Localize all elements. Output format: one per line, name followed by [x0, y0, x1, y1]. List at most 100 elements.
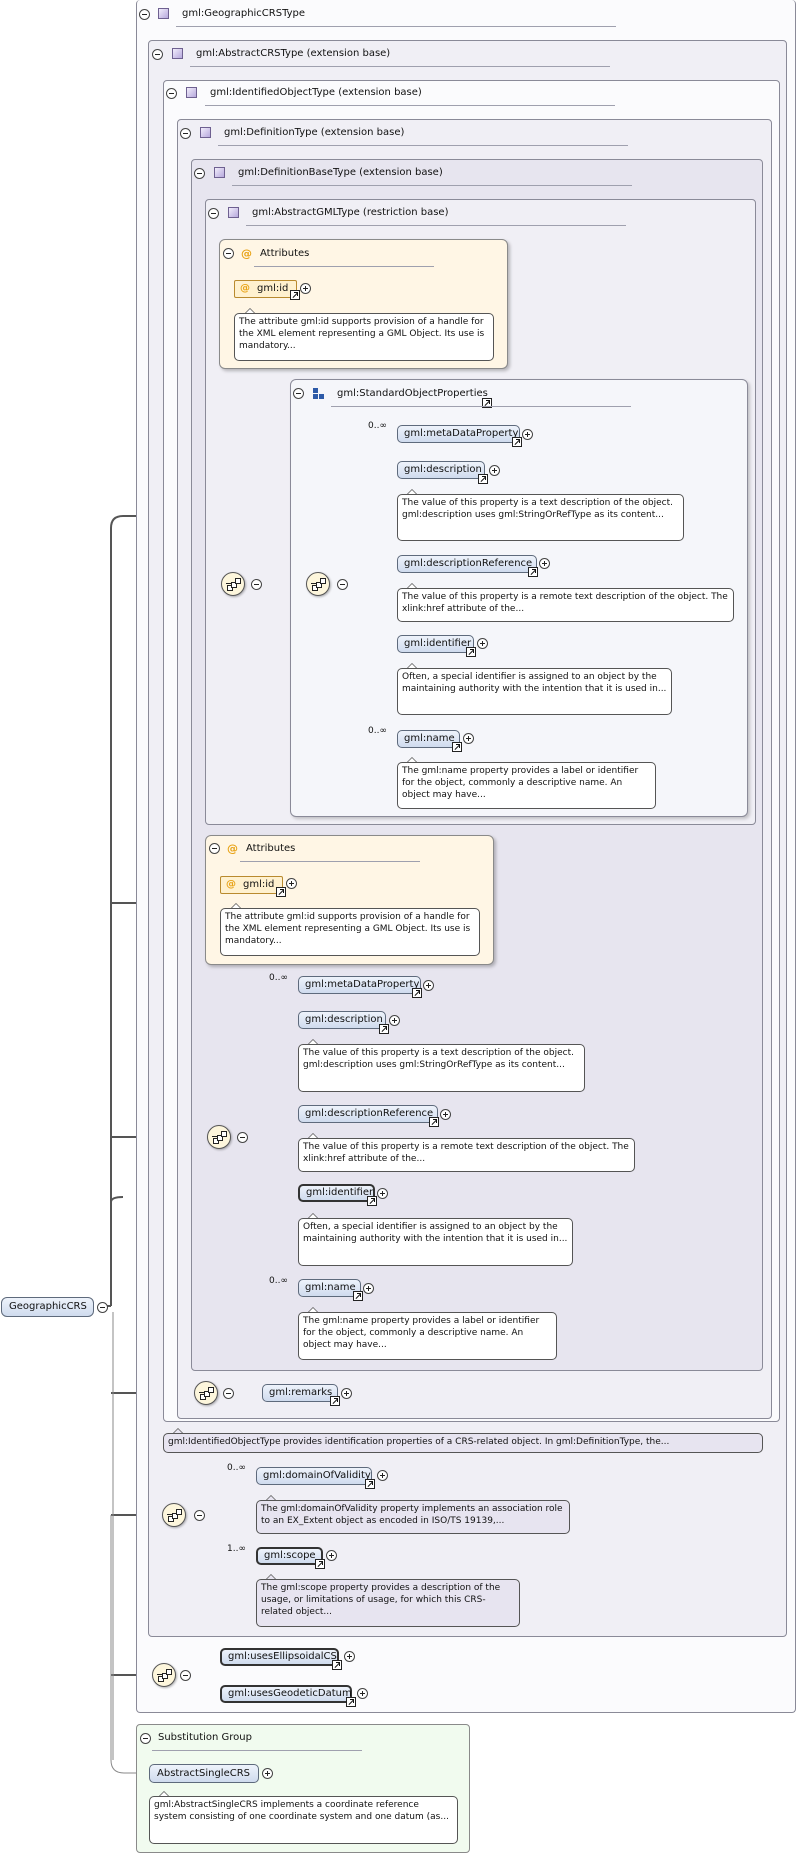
sequence-icon[interactable] — [162, 1503, 186, 1527]
attribute-gml-id[interactable]: @gml:id — [234, 280, 297, 298]
collapse-toggle[interactable] — [223, 248, 234, 259]
collapse-toggle[interactable] — [223, 1388, 234, 1399]
link-icon[interactable] — [482, 398, 492, 408]
expand-toggle[interactable] — [357, 1688, 368, 1699]
link-icon[interactable] — [276, 887, 286, 897]
sequence-icon[interactable] — [221, 572, 245, 596]
link-icon[interactable] — [528, 567, 538, 577]
expand-toggle[interactable] — [539, 558, 550, 569]
collapse-toggle[interactable] — [237, 1132, 248, 1143]
description-doc-note: The value of this property is a text des… — [397, 494, 684, 541]
collapse-toggle[interactable] — [251, 579, 262, 590]
collapse-toggle[interactable] — [180, 128, 191, 139]
link-icon[interactable] — [330, 1396, 340, 1406]
collapse-toggle[interactable] — [208, 208, 219, 219]
element-identifier[interactable]: gml:identifier — [298, 1184, 375, 1202]
element-description-reference[interactable]: gml:descriptionReference — [397, 555, 537, 573]
link-icon[interactable] — [512, 437, 522, 447]
link-icon[interactable] — [332, 1660, 342, 1670]
expand-toggle[interactable] — [477, 638, 488, 649]
collapse-toggle[interactable] — [97, 1302, 108, 1313]
complex-type-icon — [158, 8, 169, 19]
link-icon[interactable] — [429, 1117, 439, 1127]
element-metadata-property[interactable]: gml:metaDataProperty — [397, 425, 520, 443]
header-divider — [176, 26, 616, 27]
expand-toggle[interactable] — [262, 1768, 273, 1779]
element-description[interactable]: gml:description — [298, 1011, 386, 1029]
element-identifier[interactable]: gml:identifier — [397, 635, 474, 653]
complex-type-icon — [214, 167, 225, 178]
expand-toggle[interactable] — [440, 1109, 451, 1120]
element-uses-geodetic-datum[interactable]: gml:usesGeodeticDatum — [220, 1685, 352, 1703]
link-icon[interactable] — [466, 647, 476, 657]
expand-toggle[interactable] — [300, 283, 311, 294]
link-icon[interactable] — [379, 1024, 389, 1034]
attribute-icon: @ — [226, 879, 236, 890]
expand-toggle[interactable] — [489, 465, 500, 476]
expand-toggle[interactable] — [341, 1388, 352, 1399]
expand-toggle[interactable] — [423, 980, 434, 991]
sequence-icon[interactable] — [152, 1663, 176, 1687]
sequence-icon[interactable] — [306, 572, 330, 596]
link-icon[interactable] — [290, 290, 300, 300]
collapse-toggle[interactable] — [152, 49, 163, 60]
link-icon[interactable] — [478, 474, 488, 484]
element-label: gml:metaDataProperty — [404, 428, 519, 439]
expand-toggle[interactable] — [363, 1283, 374, 1294]
collapse-toggle[interactable] — [180, 1670, 191, 1681]
attribute-gml-id[interactable]: @gml:id — [220, 876, 283, 894]
expand-toggle[interactable] — [463, 733, 474, 744]
link-icon[interactable] — [346, 1697, 356, 1707]
attributes-header: Attributes — [260, 248, 310, 259]
element-description-reference[interactable]: gml:descriptionReference — [298, 1105, 438, 1123]
note-pointer — [244, 308, 256, 314]
expand-toggle[interactable] — [377, 1188, 388, 1199]
collapse-toggle[interactable] — [139, 9, 150, 20]
sequence-icon[interactable] — [207, 1125, 231, 1149]
collapse-toggle[interactable] — [166, 88, 177, 99]
link-icon[interactable] — [315, 1559, 325, 1569]
element-uses-ellipsoidal-cs[interactable]: gml:usesEllipsoidalCS — [220, 1648, 339, 1666]
domain-of-validity-doc-note: The gml:domainOfValidity property implem… — [256, 1500, 570, 1534]
link-icon[interactable] — [452, 742, 462, 752]
header-divider — [246, 225, 626, 226]
substitution-doc-note: gml:AbstractSingleCRS implements a coord… — [149, 1796, 458, 1844]
expand-toggle[interactable] — [286, 878, 297, 889]
element-metadata-property[interactable]: gml:metaDataProperty — [298, 976, 421, 994]
element-label: gml:name — [404, 733, 455, 744]
element-remarks[interactable]: gml:remarks — [262, 1384, 338, 1402]
link-icon[interactable] — [353, 1291, 363, 1301]
complex-type-icon — [186, 87, 197, 98]
expand-toggle[interactable] — [326, 1550, 337, 1561]
sequence-icon[interactable] — [194, 1381, 218, 1405]
expand-toggle[interactable] — [389, 1015, 400, 1026]
expand-toggle[interactable] — [344, 1651, 355, 1662]
expand-toggle[interactable] — [522, 429, 533, 440]
link-icon[interactable] — [412, 988, 422, 998]
geographic-crs-type-label: gml:GeographicCRSType — [182, 8, 306, 19]
element-label: gml:identifier — [404, 638, 472, 649]
collapse-toggle[interactable] — [140, 1733, 151, 1744]
header-divider — [331, 406, 631, 407]
element-description[interactable]: gml:description — [397, 461, 485, 479]
complex-type-icon — [228, 207, 239, 218]
element-name[interactable]: gml:name — [298, 1279, 361, 1297]
link-icon[interactable] — [367, 1196, 377, 1206]
abstract-crs-type-label: gml:AbstractCRSType (extension base) — [196, 48, 391, 59]
collapse-toggle[interactable] — [293, 388, 304, 399]
element-name[interactable]: gml:name — [397, 730, 460, 748]
note-pointer — [230, 903, 242, 909]
collapse-toggle[interactable] — [337, 579, 348, 590]
element-domain-of-validity[interactable]: gml:domainOfValidity — [256, 1467, 372, 1485]
description-reference-doc-note: The value of this property is a remote t… — [298, 1138, 635, 1172]
link-icon[interactable] — [365, 1479, 375, 1489]
substitution-element[interactable]: AbstractSingleCRS — [149, 1764, 259, 1783]
expand-toggle[interactable] — [377, 1470, 388, 1481]
element-scope[interactable]: gml:scope — [256, 1547, 323, 1565]
collapse-toggle[interactable] — [194, 168, 205, 179]
root-element-geographic-crs[interactable]: GeographicCRS — [1, 1297, 94, 1317]
collapse-toggle[interactable] — [209, 843, 220, 854]
collapse-toggle[interactable] — [194, 1510, 205, 1521]
identifier-doc-note: Often, a special identifier is assigned … — [397, 668, 672, 715]
header-divider — [232, 185, 632, 186]
